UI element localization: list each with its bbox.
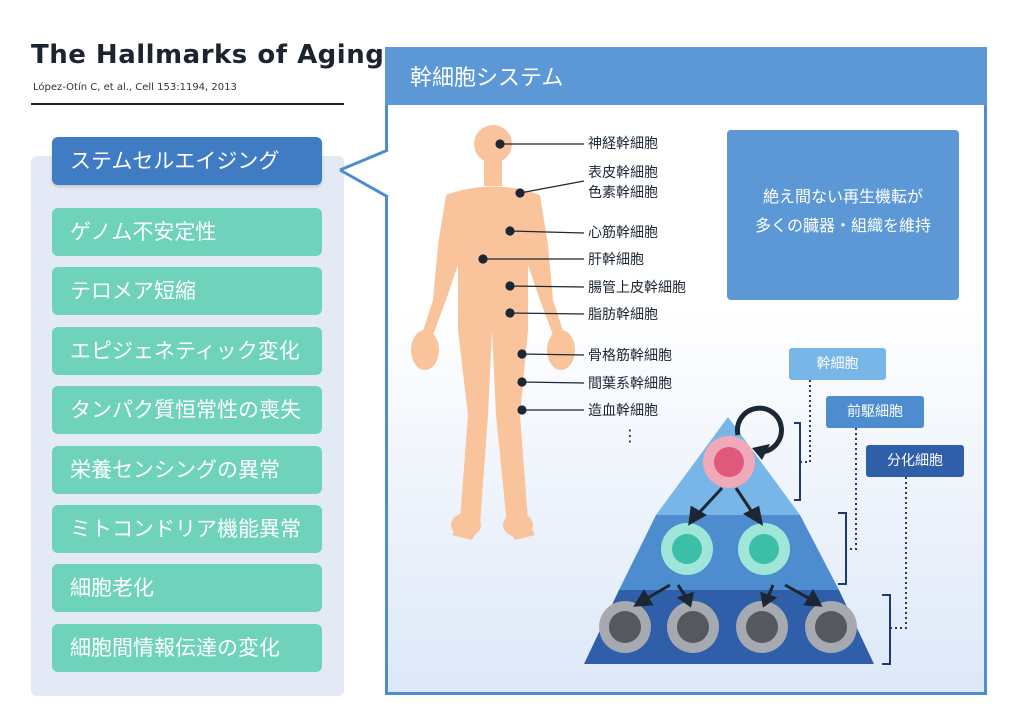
label-hepatic-stem-cell: 肝幹細胞: [588, 252, 644, 268]
label-epidermal-stem-cell: 表皮幹細胞: [588, 165, 658, 181]
stem-cell: [703, 436, 755, 488]
differentiation-arrows: [633, 486, 823, 608]
tier-label-progenitor: 前駆細胞: [826, 396, 924, 428]
hallmark-intercellular-communication[interactable]: 細胞間情報伝達の変化: [52, 624, 322, 672]
label-cardiac-stem-cell: 心筋幹細胞: [588, 225, 658, 241]
stem-cell-markers: [478, 139, 585, 415]
hallmark-mitochondrial-dysfunction[interactable]: ミトコンドリア機能異常: [52, 505, 322, 553]
human-body-figure: [411, 125, 575, 540]
label-melanocyte-stem-cell: 色素幹細胞: [588, 185, 658, 201]
self-renewal-arrow: [734, 405, 784, 455]
hallmark-genome-instability[interactable]: ゲノム不安定性: [52, 208, 322, 256]
title-divider: [31, 103, 344, 105]
label-mesenchymal-stem-cell: 間葉系幹細胞: [588, 376, 672, 392]
hallmark-telomere-attrition[interactable]: テロメア短縮: [52, 267, 322, 315]
hallmark-epigenetic-alterations[interactable]: エピジェネティック変化: [52, 327, 322, 375]
label-hematopoietic-stem-cell: 造血幹細胞: [588, 403, 658, 419]
differentiated-cells: [599, 601, 857, 653]
tier-label-differentiated: 分化細胞: [866, 445, 964, 477]
more-ellipsis: ⋮: [622, 426, 638, 445]
label-adipose-stem-cell: 脂肪幹細胞: [588, 307, 658, 323]
hallmark-stem-cell-aging[interactable]: ステムセルエイジング: [52, 137, 322, 185]
info-line-1: 絶え間ない再生機転が: [762, 187, 923, 206]
tier-label-stem-cell: 幹細胞: [789, 348, 886, 380]
hallmark-nutrient-sensing[interactable]: 栄養センシングの異常: [52, 446, 322, 494]
page-title: The Hallmarks of Aging: [31, 40, 385, 70]
info-line-2: 多くの臓器・組織を維持: [754, 216, 931, 235]
panel-header: [385, 47, 987, 105]
panel-title: 幹細胞システム: [410, 66, 564, 91]
hallmark-cellular-senescence[interactable]: 細胞老化: [52, 564, 322, 612]
hallmark-loss-of-proteostasis[interactable]: タンパク質恒常性の喪失: [52, 386, 322, 434]
progenitor-cells: [661, 523, 790, 575]
label-intestinal-stem-cell: 腸管上皮幹細胞: [588, 280, 686, 296]
citation: López-Otín C, et al., Cell 153:1194, 201…: [33, 82, 237, 93]
label-muscle-stem-cell: 骨格筋幹細胞: [588, 348, 672, 364]
regeneration-info-box: 絶え間ない再生機転が 多くの臓器・組織を維持: [727, 130, 959, 300]
label-neural-stem-cell: 神経幹細胞: [588, 136, 658, 152]
callout-pointer: [340, 150, 388, 197]
